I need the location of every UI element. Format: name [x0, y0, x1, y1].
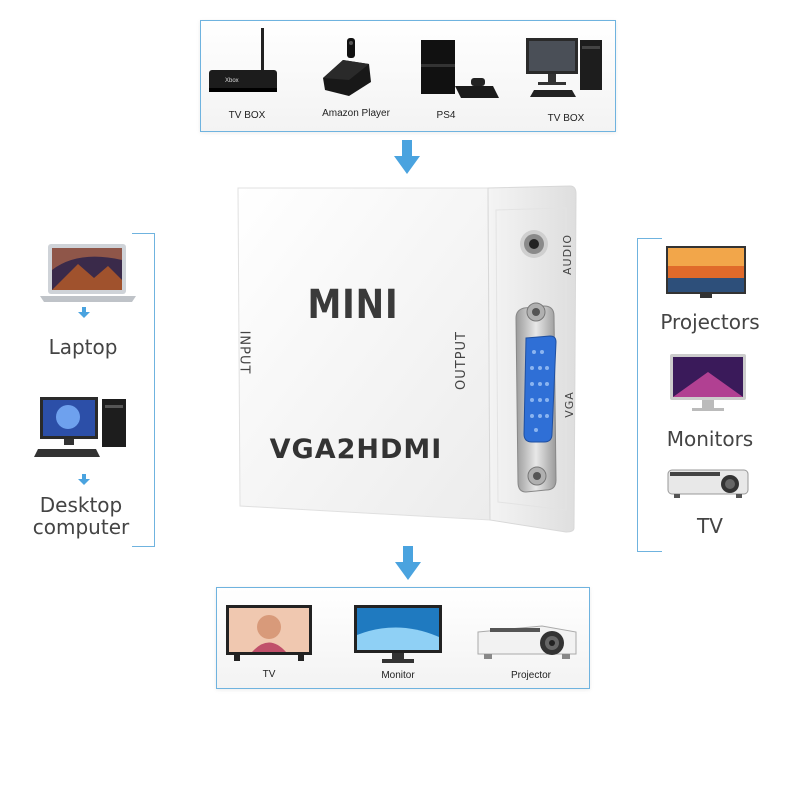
monitor-icon: [670, 354, 746, 411]
device-model: VGA2HDMI: [269, 434, 443, 465]
tv-box-icon: Xbox: [209, 28, 277, 92]
projector-icon: [667, 469, 749, 498]
ps4-console-icon: [421, 40, 499, 98]
top-item-label-4: TV BOX: [547, 113, 585, 124]
right-item-label-projectors: Projectors: [660, 310, 760, 334]
tv-icon: [226, 605, 312, 661]
top-item-label-2: Amazon Player: [322, 108, 390, 119]
device-audio-label: AUDIO: [560, 234, 574, 275]
top-item-label-3: PS4: [436, 110, 456, 121]
left-item-label-desktop: Desktop computer: [32, 493, 130, 539]
amazon-player-icon: [323, 38, 371, 96]
small-down-arrow-icon: [78, 307, 90, 318]
device-output-label: OUTPUT: [453, 331, 469, 390]
monitor-icon: [354, 605, 442, 663]
small-down-arrow-icon: [78, 474, 90, 485]
right-item-label-monitors: Monitors: [666, 427, 754, 451]
left-item-label-laptop: Laptop: [48, 335, 118, 359]
vga2hdmi-adapter-image: [237, 185, 577, 533]
laptop-icon: [40, 244, 136, 302]
right-bracket: [637, 238, 662, 552]
desktop-computer-icon: [34, 397, 126, 457]
right-item-label-tv: TV: [697, 514, 723, 538]
top-item-label-1: TV BOX: [228, 110, 266, 121]
projector-screen-icon: [666, 246, 746, 298]
projector-icon: [477, 625, 577, 659]
device-input-label: INPUT: [236, 330, 252, 375]
left-bracket: [132, 233, 155, 547]
down-arrow-icon: [395, 546, 421, 580]
device-brand: MINI: [307, 282, 399, 328]
bottom-item-label-monitor: Monitor: [381, 670, 415, 681]
bottom-item-label-tv: TV: [262, 669, 276, 680]
desktop-pc-icon: [526, 38, 602, 97]
svg-text:Xbox: Xbox: [225, 78, 239, 84]
down-arrow-icon: [394, 140, 420, 174]
device-vga-label: VGA: [562, 391, 576, 418]
bottom-item-label-projector: Projector: [510, 670, 551, 681]
